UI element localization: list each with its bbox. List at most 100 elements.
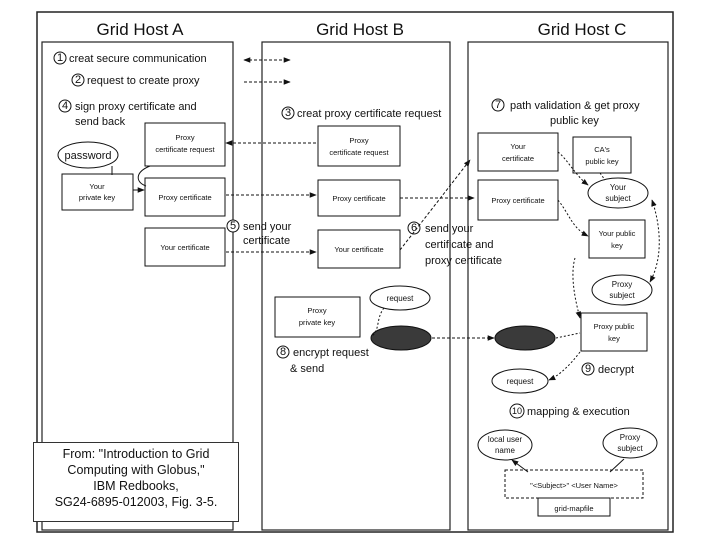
svg-text:certificate and: certificate and: [425, 239, 493, 251]
arrow-mapping-to-local-user: [511, 459, 529, 473]
svg-text:7: 7: [495, 99, 501, 111]
step-4: 4 sign proxy certificate and send back: [58, 99, 197, 128]
connector-encrypt: [371, 307, 385, 337]
svg-text:3: 3: [285, 107, 291, 119]
host-c-your-subject-label-1: Your: [610, 183, 627, 192]
svg-text:creat secure communication: creat secure communication: [69, 53, 207, 65]
svg-text:mapping & execution: mapping & execution: [527, 406, 630, 418]
connector-ca-key: [599, 172, 606, 181]
host-c-ca-public-key-label-2: public key: [585, 157, 619, 166]
host-c-your-subject-oval: [587, 177, 649, 209]
svg-text:8: 8: [280, 346, 286, 358]
host-c-your-public-key-box: [588, 219, 646, 259]
citation-line-2: Computing with Globus,": [67, 463, 205, 477]
svg-text:2: 2: [75, 74, 81, 86]
connector-proxy-cert-to-public-key: [557, 199, 589, 237]
proxy-subject-2-label-1: Proxy: [620, 433, 640, 442]
svg-text:certificate: certificate: [243, 235, 290, 247]
host-c-your-public-key-label-1: Your public: [599, 229, 636, 238]
svg-text:path validation & get proxy: path validation & get proxy: [510, 100, 640, 112]
host-c-your-certificate-label-2: certificate: [502, 154, 534, 163]
outer-frame: [36, 11, 674, 533]
password-label: password: [64, 150, 111, 162]
grid-mapfile-box: [537, 497, 611, 517]
connector-subject-to-proxy-subject: [649, 199, 660, 283]
connector-encrypted-to-key: [555, 332, 581, 339]
svg-text:public key: public key: [550, 115, 599, 127]
local-user-name-label-1: local user: [488, 435, 523, 444]
connector-public-key-to-proxy-key: [572, 257, 582, 319]
host-c-request-label: request: [507, 377, 534, 386]
host-c-proxy-subject-oval: [591, 274, 653, 306]
host-c-your-public-key-label-2: key: [611, 241, 623, 250]
host-a-proxy-cert-request-label-2: certificate request: [155, 145, 215, 154]
host-a-private-key-label-2: private key: [79, 193, 116, 202]
host-a-proxy-cert-request-label-1: Proxy: [175, 133, 194, 142]
svg-text:send your: send your: [425, 223, 474, 235]
host-c-proxy-subject-label-2: subject: [609, 291, 635, 300]
svg-text:request to create proxy: request to create proxy: [87, 75, 200, 87]
svg-text:send your: send your: [243, 221, 292, 233]
step-9: 9 decrypt: [581, 362, 634, 376]
host-c-panel: [467, 41, 669, 531]
host-b-your-certificate-box: [317, 229, 401, 269]
step-1: 1 creat secure communication: [53, 51, 291, 65]
host-a-private-key-box: [61, 173, 134, 211]
source-citation-box: From: "Introduction to Grid Computing wi…: [33, 442, 239, 522]
host-a-private-key-label-1: Your: [89, 182, 105, 191]
host-c-proxy-subject-label-1: Proxy: [612, 280, 632, 289]
column-title-host-a: Grid Host A: [97, 20, 185, 39]
step-7: 7 path validation & get proxy public key: [491, 98, 640, 127]
local-user-name-oval: [477, 429, 533, 461]
arrow-decrypt: [548, 351, 581, 381]
host-b-proxy-cert-request-label-1: Proxy: [349, 136, 368, 145]
step-2: 2 request to create proxy: [71, 73, 291, 87]
host-b-request-oval: [369, 285, 431, 311]
svg-text:decrypt: decrypt: [598, 364, 634, 376]
host-b-request-label: request: [387, 294, 414, 303]
svg-text:1: 1: [57, 52, 63, 64]
citation-line-4: SG24-6895-012003, Fig. 3-5.: [54, 495, 218, 509]
host-b-proxy-private-key-label-2: private key: [299, 318, 336, 327]
password-oval: [57, 141, 119, 169]
host-a-proxy-cert-request-box: [144, 122, 226, 167]
column-title-host-b: Grid Host B: [316, 20, 404, 39]
step-10: 10 mapping & execution: [509, 403, 630, 419]
host-a-panel: [41, 41, 234, 531]
host-b-proxy-private-key-label-1: Proxy: [307, 306, 326, 315]
host-a-proxy-certificate-label: Proxy certificate: [158, 193, 211, 202]
grid-mapfile-label: grid-mapfile: [554, 504, 593, 513]
host-b-proxy-cert-request-label-2: certificate request: [329, 148, 389, 157]
step-6: 6 send your certificate and proxy certif…: [407, 221, 502, 267]
encrypted-request-oval-b: [370, 325, 432, 351]
svg-text:4: 4: [62, 100, 68, 112]
svg-text:sign proxy certificate and: sign proxy certificate and: [75, 101, 197, 113]
step-8: 8 encrypt request & send: [276, 345, 369, 375]
host-a-your-certificate-label: Your certificate: [160, 243, 209, 252]
host-c-your-certificate-box: [477, 132, 559, 172]
host-c-request-oval: [491, 368, 549, 394]
host-c-proxy-certificate-label: Proxy certificate: [491, 196, 544, 205]
citation-line-3: IBM Redbooks,: [93, 479, 179, 493]
svg-text:proxy certificate: proxy certificate: [425, 255, 502, 267]
svg-text:creat proxy certificate reques: creat proxy certificate request: [297, 108, 441, 120]
local-user-name-label-2: name: [495, 446, 516, 455]
proxy-subject-2-label-2: subject: [617, 444, 643, 453]
connector-mapping-to-proxy-subject: [609, 458, 625, 473]
host-b-proxy-private-key-box: [274, 296, 361, 338]
arrow-cert-to-c: [399, 159, 471, 251]
svg-text:9: 9: [585, 363, 591, 375]
host-c-ca-public-key-label-1: CA's: [594, 145, 610, 154]
svg-text:encrypt request: encrypt request: [293, 347, 369, 359]
host-b-your-certificate-label: Your certificate: [334, 245, 383, 254]
host-c-ca-public-key-box: [572, 136, 632, 174]
connector-request-to-proxy-cert: [137, 165, 151, 187]
step-3: 3 creat proxy certificate request: [281, 106, 441, 120]
encrypted-request-oval-c: [494, 325, 556, 351]
host-c-proxy-certificate-box: [477, 179, 559, 221]
host-c-your-subject-label-2: subject: [605, 194, 631, 203]
svg-text:5: 5: [230, 220, 236, 232]
proxy-subject-oval-2: [602, 427, 658, 459]
host-a-proxy-certificate-box: [144, 177, 226, 217]
